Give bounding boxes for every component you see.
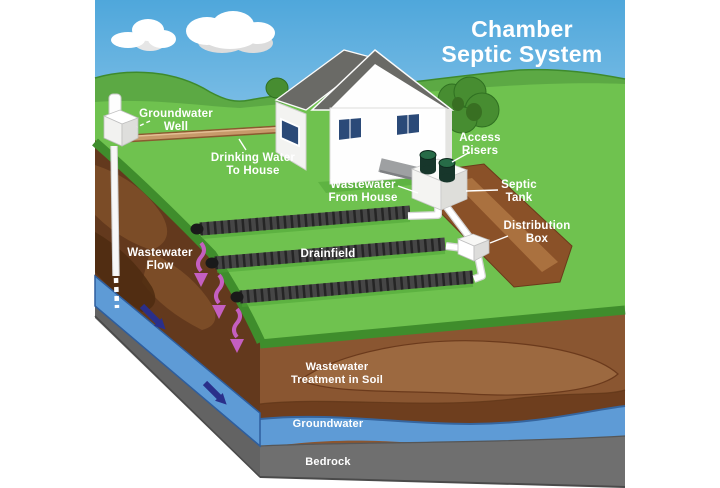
front-window-right <box>395 111 421 138</box>
label-drinking-water: Drinking Water To House <box>211 138 295 177</box>
soil-lens <box>298 340 619 396</box>
label-groundwater-well-line2: Well <box>164 121 188 133</box>
label-septic-tank-line2: Tank <box>506 192 533 204</box>
labels: Groundwater Well Drinking Water To House… <box>127 108 570 468</box>
label-drinking-water-line1: Drinking Water <box>211 152 295 164</box>
label-wastewater-flow-line2: Flow <box>147 260 174 272</box>
leader-line <box>136 120 151 128</box>
label-wastewater-from-house-line2: From House <box>328 192 397 204</box>
title-line2: Septic System <box>441 41 602 67</box>
percolation-arrow <box>194 241 208 287</box>
groundwater-flow-arrow <box>139 303 166 330</box>
leader-line <box>465 189 499 192</box>
drinking-water-pipe <box>114 124 306 143</box>
label-distribution-box-line2: Box <box>526 233 549 245</box>
label-wastewater-flow-line1: Wastewater <box>127 247 193 259</box>
label-wastewater-flow: Wastewater Flow <box>127 247 193 272</box>
sod-edges <box>92 138 626 349</box>
label-wastewater-from-house-line1: Wastewater <box>330 179 396 191</box>
bush-left <box>265 77 289 99</box>
label-wastewater-from-house: Wastewater From House <box>328 179 419 204</box>
cloud-2 <box>186 11 275 53</box>
title-line1: Chamber <box>471 16 573 42</box>
chamber-end-cap <box>230 291 244 303</box>
trees <box>265 76 500 134</box>
label-groundwater-layer: Groundwater <box>293 418 364 430</box>
drainfield-rows <box>190 205 474 307</box>
soil-mound-dark <box>95 232 156 312</box>
drainfield-row-3 <box>230 270 474 307</box>
septic-tank <box>410 150 469 211</box>
label-soil-treatment: Wastewater Treatment in Soil <box>291 361 383 386</box>
groundwater-front <box>260 406 625 448</box>
label-bedrock-layer: Bedrock <box>305 456 351 468</box>
label-septic-tank: Septic Tank <box>465 179 537 204</box>
front-cut-face <box>259 310 626 488</box>
label-groundwater-well: Groundwater Well <box>136 108 213 133</box>
soil-mound <box>142 252 216 330</box>
label-soil-treatment-line1: Wastewater <box>306 361 369 373</box>
percolation-arrows <box>194 241 244 353</box>
wing-window <box>280 117 300 148</box>
percolation-arrow <box>230 307 244 353</box>
access-riser-1 <box>419 150 437 175</box>
diagram-title: Chamber Septic System <box>441 16 602 67</box>
clouds <box>111 11 275 53</box>
label-groundwater-well-line1: Groundwater <box>139 108 213 120</box>
drainfield-row-1 <box>190 205 411 239</box>
percolation-arrow <box>212 273 226 319</box>
label-distribution-box-line1: Distribution <box>504 220 571 232</box>
label-access-risers: Access Risers <box>451 132 501 163</box>
chamber-end-cap <box>190 223 204 235</box>
left-cut-face <box>94 140 261 478</box>
leader-line <box>397 185 419 194</box>
tree-cluster-right <box>437 76 500 134</box>
label-drainfield: Drainfield <box>300 248 355 260</box>
gable-wall <box>331 64 446 108</box>
leader-line <box>451 151 471 163</box>
leader-line <box>238 138 247 151</box>
cloud-1 <box>111 19 176 51</box>
front-window-left <box>337 115 363 143</box>
groundwater-well <box>102 93 140 147</box>
label-soil-treatment-line2: Treatment in Soil <box>291 374 383 386</box>
bedrock-front <box>260 436 625 487</box>
drainfield-row-2 <box>205 237 446 273</box>
well-pipe-underground <box>110 145 120 309</box>
groundwater-flow-arrow <box>202 380 227 405</box>
distribution-box <box>456 233 491 262</box>
access-riser-2 <box>438 158 456 183</box>
label-access-risers-line2: Risers <box>462 145 498 157</box>
chamber-end-cap <box>205 257 219 269</box>
label-septic-tank-line1: Septic <box>501 179 537 191</box>
label-drinking-water-line2: To House <box>226 165 279 177</box>
label-distribution-box: Distribution Box <box>489 220 571 245</box>
label-access-risers-line1: Access <box>459 132 500 144</box>
leader-line <box>489 235 509 244</box>
